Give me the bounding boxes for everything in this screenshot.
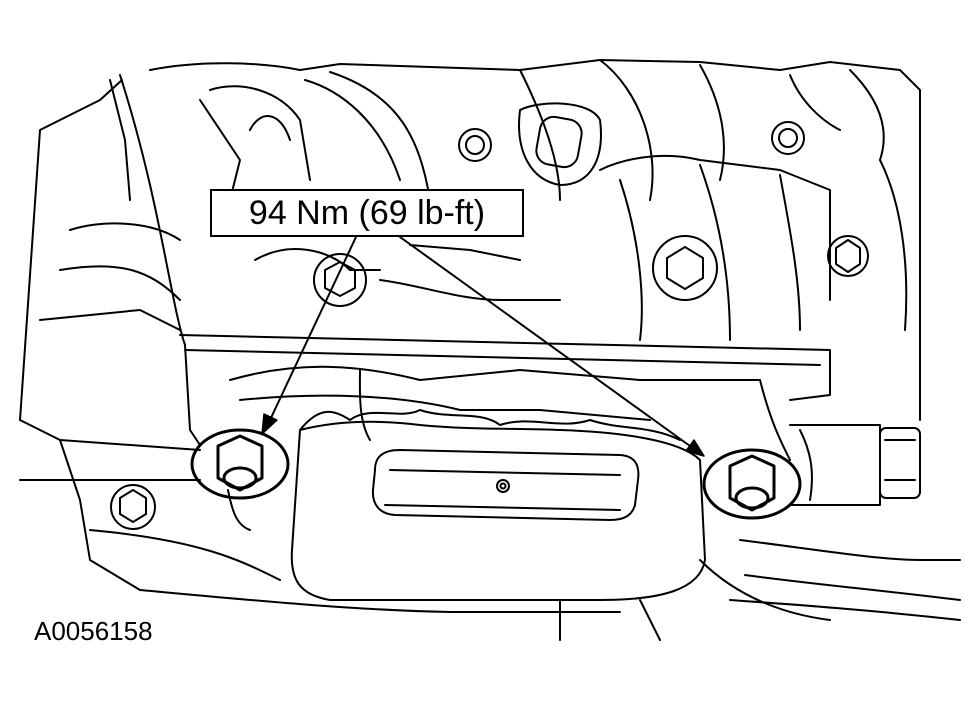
arrowhead-left-nut [261,413,278,435]
callout-leaders [261,236,705,457]
lower-base [139,559,831,641]
torque-value: 94 Nm (69 lb-ft) [248,193,486,232]
right-flange-nut [702,448,802,520]
top-slot-boss [518,102,602,186]
arrowhead-right-nut [685,439,705,457]
insulator-body [290,409,706,601]
torque-callout-box: 94 Nm (69 lb-ft) [210,189,524,237]
right-fastener [729,424,961,621]
left-flange-nut [190,428,290,531]
figure-id: A0056158 [34,616,153,646]
background-bolts [110,121,869,530]
mount-bracket [19,334,831,591]
engine-block [19,59,921,421]
